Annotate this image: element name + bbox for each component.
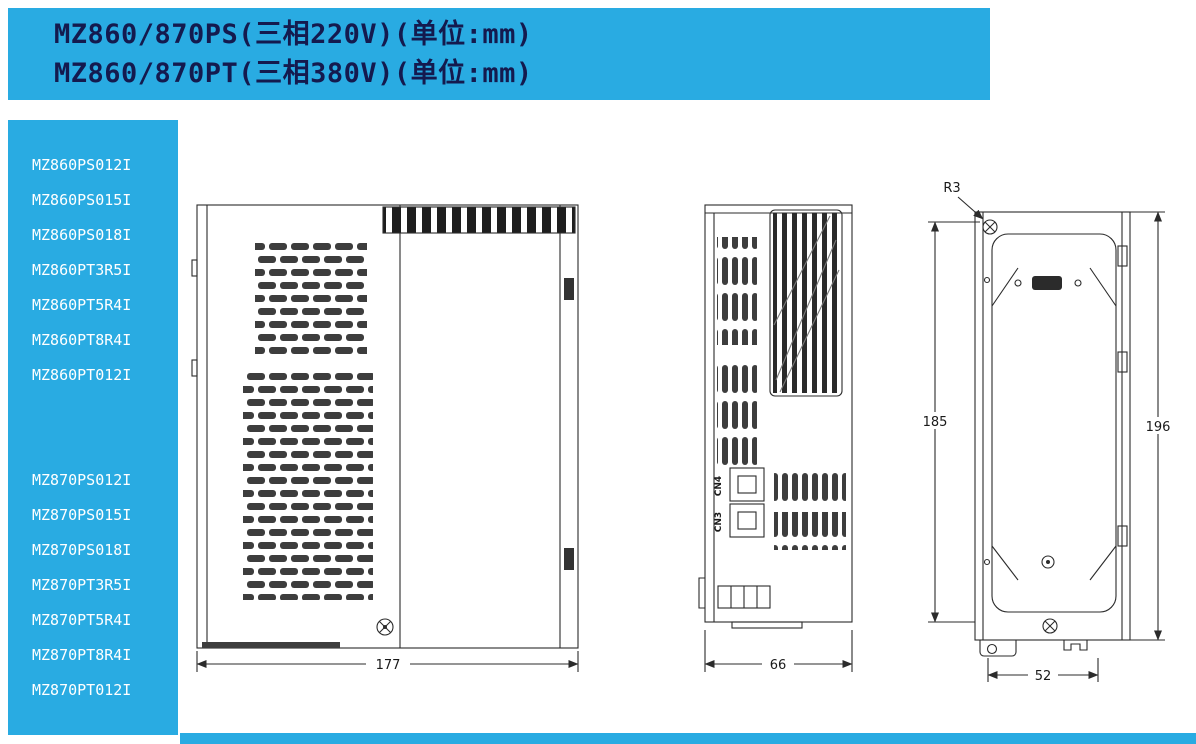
- bottom-accent-bar: [180, 733, 1196, 744]
- model-item: MZ860PS018I: [32, 226, 132, 244]
- model-item: MZ870PT8R4I: [32, 646, 132, 664]
- mounting-height-dim-label: 185: [923, 415, 948, 430]
- model-item: MZ860PS012I: [32, 156, 132, 174]
- rear-view-drawing: R3: [915, 181, 1178, 684]
- model-item: MZ860PT012I: [32, 366, 132, 384]
- page-title-line-2: MZ860/870PT(三相380V)(单位:mm): [54, 58, 533, 89]
- model-item: MZ860PT3R5I: [32, 261, 132, 279]
- dimension-mounting-width: 52: [987, 658, 1099, 684]
- rail-clip-3: [1117, 525, 1128, 547]
- overall-height-dim-label: 196: [1146, 420, 1171, 435]
- mount-notches: [1063, 640, 1088, 651]
- model-item: MZ870PS015I: [32, 506, 132, 524]
- dimension-mounting-height: 185: [915, 221, 980, 623]
- drawing-area: 177: [180, 110, 1196, 735]
- rubber-foot: [202, 642, 340, 648]
- nameplate-block: [1032, 276, 1062, 290]
- rail-clip-2: [1117, 351, 1128, 373]
- vent-grid-lower: [243, 368, 373, 600]
- connector-cn3: CN3: [714, 503, 765, 538]
- model-item: MZ870PS018I: [32, 541, 132, 559]
- side-port-lower: [564, 548, 574, 570]
- screw-icon: [376, 618, 394, 636]
- vent-grid-upper: [255, 237, 367, 355]
- mount-hole: [986, 643, 998, 655]
- model-item: MZ860PS015I: [32, 191, 132, 209]
- corner-radius-callout: R3: [943, 181, 984, 220]
- front-vent-right-lower: [774, 512, 846, 550]
- cover-screw-right: [1074, 279, 1082, 287]
- cover-screw-left: [1014, 279, 1022, 287]
- knockout-circle: [1041, 555, 1055, 569]
- connector-label-cn4: CN4: [714, 476, 724, 496]
- screw-icon-top: [982, 219, 998, 235]
- front-base-step: [698, 577, 705, 609]
- side-pin-upper: [983, 276, 991, 284]
- side-tab-lower: [191, 359, 198, 377]
- side-view-drawing: 177: [191, 204, 579, 673]
- front-width-dim-label: 66: [770, 658, 787, 673]
- screw-icon-bottom: [1042, 618, 1058, 634]
- side-pin-lower: [983, 558, 991, 566]
- header-banner: MZ860/870PS(三相220V)(单位:mm) MZ860/870PT(三…: [8, 8, 990, 100]
- dimension-drawings: 177: [191, 181, 1178, 684]
- model-item: MZ870PT012I: [32, 681, 132, 699]
- connector-cn4: CN4: [714, 467, 765, 502]
- model-list-sidebar: MZ860PS012I MZ860PS015I MZ860PS018I MZ86…: [8, 120, 178, 735]
- back-cover: [991, 233, 1117, 613]
- front-vent-left-lower: [717, 357, 757, 465]
- model-item: MZ870PT3R5I: [32, 576, 132, 594]
- side-width-dim-label: 177: [376, 658, 401, 673]
- model-item: MZ870PS012I: [32, 471, 132, 489]
- heatsink-fins: [382, 206, 576, 234]
- corner-radius-label: R3: [943, 181, 960, 196]
- side-tab-upper: [191, 259, 198, 277]
- front-vent-right-upper: [774, 470, 846, 508]
- mount-foot-left: [979, 640, 1017, 657]
- dimension-side-width: 177: [196, 651, 579, 673]
- front-foot: [731, 621, 803, 629]
- model-group-mz860: MZ860PS012I MZ860PS015I MZ860PS018I MZ86…: [8, 148, 178, 393]
- fan-grille: [769, 209, 843, 397]
- bottom-terminal-block: [717, 585, 771, 609]
- front-view-drawing: CN4 CN3: [698, 204, 853, 673]
- dimension-overall-height: 196: [1130, 211, 1178, 641]
- dimension-front-width: 66: [704, 630, 853, 673]
- side-port-upper: [564, 278, 574, 300]
- connector-label-cn3: CN3: [714, 512, 724, 532]
- model-group-mz870: MZ870PS012I MZ870PS015I MZ870PS018I MZ87…: [8, 463, 178, 708]
- model-item: MZ860PT5R4I: [32, 296, 132, 314]
- model-item: MZ870PT5R4I: [32, 611, 132, 629]
- page-title-line-1: MZ860/870PS(三相220V)(单位:mm): [54, 18, 533, 50]
- rail-clip-1: [1117, 245, 1128, 267]
- front-vent-left-upper: [717, 237, 757, 345]
- model-item: MZ860PT8R4I: [32, 331, 132, 349]
- mounting-width-dim-label: 52: [1035, 669, 1052, 684]
